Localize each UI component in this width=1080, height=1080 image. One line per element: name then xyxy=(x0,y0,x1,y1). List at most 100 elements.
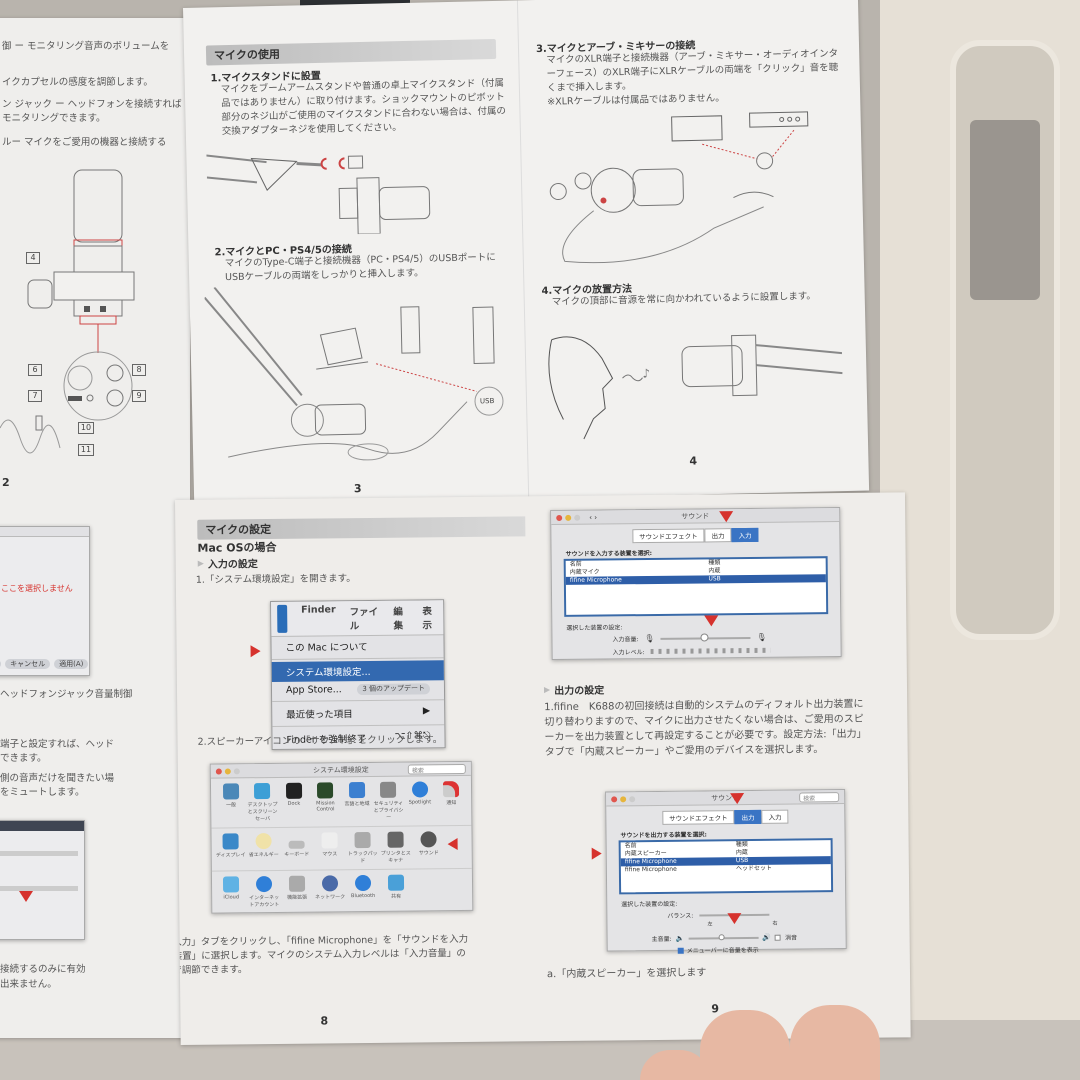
menubar: Finder ファイル 編集 表示 xyxy=(271,600,444,637)
xlr-connection-diagram xyxy=(549,111,809,264)
volume-label: 主音量: xyxy=(651,935,672,944)
input-level-label: 入力レベル: xyxy=(612,649,645,657)
pref-icloud[interactable]: iCloud xyxy=(216,876,246,908)
pref-spotlight[interactable]: Spotlight xyxy=(405,781,435,820)
prefs-row-3: iCloud インターネットアカウント 機能拡張 ネットワーク Bluetoot… xyxy=(212,869,472,914)
mute-checkbox[interactable] xyxy=(775,934,782,941)
red-arrow-icon xyxy=(19,891,33,902)
pref-dock[interactable]: Dock xyxy=(279,782,309,822)
apple-menu: Finder ファイル 編集 表示 この Mac について システム環境設定..… xyxy=(270,599,446,751)
red-arrow-icon xyxy=(730,793,745,805)
page7-line-1: ヘッドフォンジャック音量制御 xyxy=(0,689,133,700)
pref-energy[interactable]: 省エネルギー xyxy=(248,833,279,865)
pref-security[interactable]: セキュリティとプライバシー xyxy=(373,781,403,821)
red-arrow-icon xyxy=(719,511,734,523)
finger-1 xyxy=(700,1010,790,1080)
menu-finder[interactable]: Finder xyxy=(301,604,336,616)
menu-item-about-mac[interactable]: この Mac について xyxy=(285,641,368,654)
tab-input[interactable]: 入力 xyxy=(761,809,789,824)
page2-line-5: ルー マイクをご愛用の機器と接続する xyxy=(2,137,167,148)
pref-printers[interactable]: プリンタとスキャナ xyxy=(380,831,411,864)
page-number-8: 8 xyxy=(320,1014,329,1028)
pref-trackpad[interactable]: トラックパッド xyxy=(347,831,378,864)
usb-label: USB xyxy=(479,397,495,406)
mac-step-2: 2.スピーカーアイコンの「サウンド」をクリックします。 xyxy=(197,734,443,748)
pref-sound[interactable]: サウンド xyxy=(413,831,443,863)
pref-language[interactable]: 言語と地域 xyxy=(342,782,372,821)
page7-line-6: 接続するのみに有効 xyxy=(0,964,86,975)
pref-desktop[interactable]: デスクトップとスクリーンセーバ xyxy=(247,783,277,822)
page-9: ‹ › サウンド サウンドエフェクト 出力 入力 サウンドを入力する装置を選択:… xyxy=(530,492,911,1041)
callout-9: 9 xyxy=(132,390,146,402)
search-field[interactable]: 検索 xyxy=(407,763,466,775)
page-7: ここを選択しません OK キャンセル 適用(A) ヘッドフォンジャック音量制御 … xyxy=(0,508,190,1038)
menu-file[interactable]: ファイル xyxy=(349,606,379,633)
sound-tabs: サウンドエフェクト 出力 入力 xyxy=(551,527,839,544)
menu-edit[interactable]: 編集 xyxy=(393,606,404,632)
step-1-body: マイクをブームアームスタンドや普通の卓上マイクスタンド（付属品ではありません）に… xyxy=(220,77,507,138)
volume-slider[interactable] xyxy=(688,933,759,940)
input-volume-slider[interactable] xyxy=(660,632,751,642)
triangle-bullet-icon: ▶ xyxy=(197,558,204,568)
menu-item-recent-items[interactable]: 最近使った項目▶ xyxy=(286,705,431,721)
ok-button[interactable]: OK xyxy=(0,659,2,669)
apply-button[interactable]: 適用(A) xyxy=(54,659,89,669)
menu-item-app-store[interactable]: App Store...3 個のアップデート xyxy=(272,680,444,699)
section-header-mic-usage: マイクの使用 xyxy=(205,38,497,66)
dialog-warning: ここを選択しません xyxy=(1,584,73,593)
microphone-diagram xyxy=(0,169,135,454)
pref-keyboard[interactable]: キーボード xyxy=(281,833,311,865)
apple-icon[interactable] xyxy=(277,604,288,633)
red-arrow-icon xyxy=(250,645,261,658)
page-3: マイクの使用 1.マイクスタンドに設置 マイクをブームアームスタンドや普通の卓上… xyxy=(183,0,530,506)
callout-6: 6 xyxy=(28,364,42,376)
search-field[interactable]: 検索 xyxy=(799,792,840,803)
nav-back-forward[interactable]: ‹ › xyxy=(589,513,598,522)
pref-extensions[interactable]: 機能拡張 xyxy=(282,875,312,908)
bottom-sheet: マイクの設定 Mac OSの場合 ▶ 入力の設定 1.「システム環境設定」を開き… xyxy=(175,492,911,1045)
pref-network[interactable]: ネットワーク xyxy=(315,875,345,907)
mac-step-1: 1.「システム環境設定」を開きます。 xyxy=(195,573,356,586)
stand-mount-diagram xyxy=(206,154,431,235)
tab-output[interactable]: 出力 xyxy=(734,809,762,825)
tab-sound-effects[interactable]: サウンドエフェクト xyxy=(662,810,735,825)
pref-mission-control[interactable]: Mission Control xyxy=(310,782,340,821)
pc-ps-connection-diagram xyxy=(204,286,504,461)
pref-internet-accounts[interactable]: インターネットアカウント xyxy=(249,876,279,908)
input-settings-heading: ▶ 入力の設定 xyxy=(197,558,258,571)
page-4: 3.マイクとアーブ・ミキサーの接続 マイクのXLR端子と接続機器（アーブ・ミキサ… xyxy=(519,0,869,498)
menubar-volume-checkbox[interactable] xyxy=(677,947,684,954)
section-header-mic-settings: マイクの設定 xyxy=(197,516,528,540)
cancel-button[interactable]: キャンセル xyxy=(5,659,51,669)
output-settings-heading: ▶ 出力の設定 xyxy=(543,685,605,698)
pref-general[interactable]: 一般 xyxy=(216,783,246,822)
pref-display[interactable]: ディスプレイ xyxy=(215,833,246,865)
svg-text:♪: ♪ xyxy=(642,366,650,380)
windows-dialog-2 xyxy=(0,820,85,940)
finger-2 xyxy=(790,1005,880,1080)
balance-left-label: 左 xyxy=(707,921,713,928)
step-2-body: マイクのType-C端子と接続機器（PC・PS4/5）のUSBポートにUSBケー… xyxy=(224,251,496,284)
updates-badge: 3 個のアップデート xyxy=(357,683,431,696)
menu-item-system-preferences[interactable]: システム環境設定... xyxy=(271,660,444,682)
macos-heading: Mac OSの場合 xyxy=(197,540,277,555)
sound-tabs: サウンドエフェクト 出力 入力 xyxy=(606,809,844,825)
tab-input[interactable]: 入力 xyxy=(731,527,759,543)
pref-bluetooth[interactable]: Bluetooth xyxy=(348,874,378,907)
page-number-3: 3 xyxy=(353,482,362,496)
tab-output[interactable]: 出力 xyxy=(704,528,732,543)
pref-mouse[interactable]: マウス xyxy=(314,832,344,864)
speaker-low-icon: 🔈 xyxy=(675,934,685,943)
page2-line-4: モニタリングできます。 xyxy=(2,113,106,124)
tab-sound-effects[interactable]: サウンドエフェクト xyxy=(632,528,705,544)
red-arrow-icon xyxy=(704,615,719,627)
page2-line-2: イクカプセルの感度を調節します。 xyxy=(2,77,153,88)
menu-view[interactable]: 表示 xyxy=(422,606,433,632)
output-body: 1.fifine K688の初回接続は自動的システムのディフォルト出力装置に切り… xyxy=(544,698,867,759)
input-level-meter xyxy=(650,647,771,655)
pref-notifications[interactable]: 通知 xyxy=(436,781,466,820)
pref-sharing[interactable]: 共有 xyxy=(381,874,411,907)
triangle-bullet-icon: ▶ xyxy=(543,685,551,695)
